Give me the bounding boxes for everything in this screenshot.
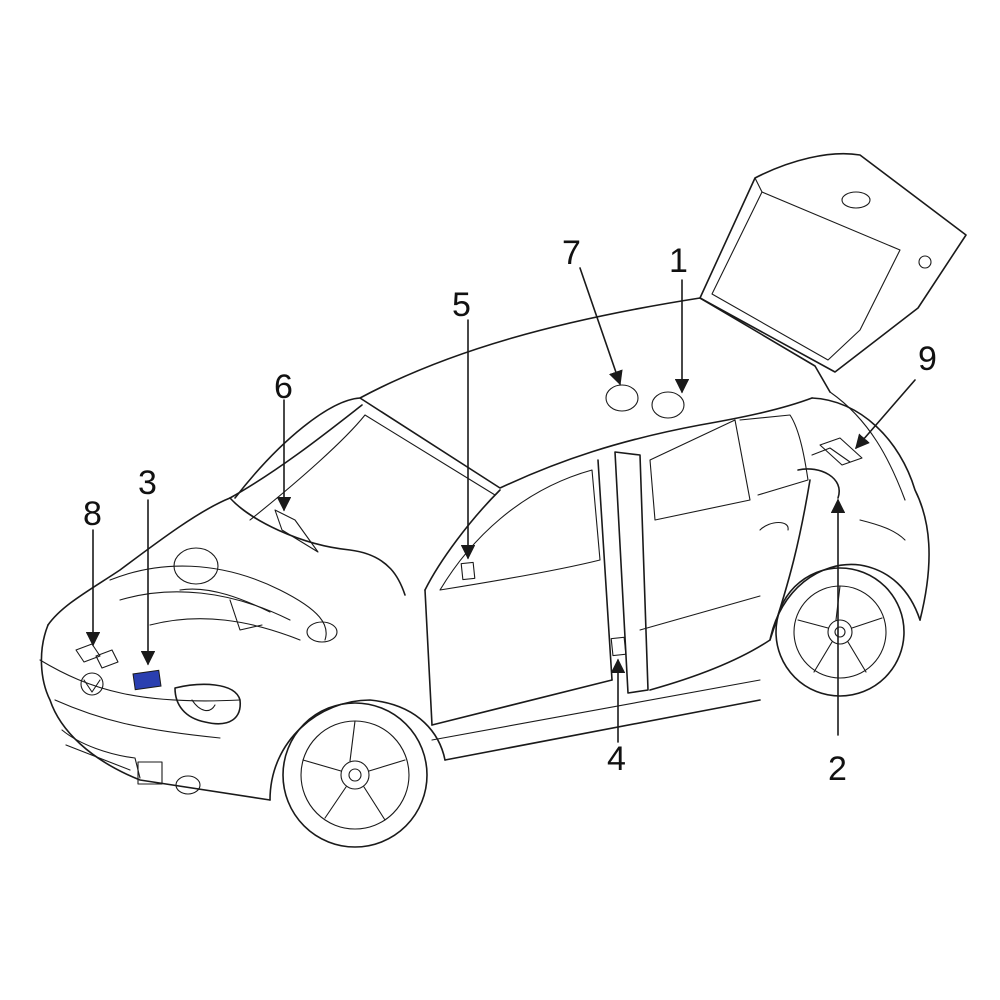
callout-2: 2 xyxy=(828,750,847,788)
callout-6: 6 xyxy=(274,368,293,406)
part-3-hood-label xyxy=(132,499,162,691)
part-1-roof-label xyxy=(651,279,690,419)
part-9-quarter-label xyxy=(811,379,916,466)
part-7-roof-label xyxy=(579,267,639,412)
callout-9: 9 xyxy=(918,340,937,378)
part-8-front-labels xyxy=(75,529,119,669)
callout-1: 1 xyxy=(669,242,688,280)
part-2-wheel-arch-label xyxy=(797,468,846,736)
callout-4: 4 xyxy=(607,740,626,778)
callout-8: 8 xyxy=(83,495,102,533)
callout-7: 7 xyxy=(562,234,581,272)
part-4-pillar-label xyxy=(610,636,627,743)
part-6-windshield-label xyxy=(274,399,319,553)
callout-5: 5 xyxy=(452,286,471,324)
callout-3: 3 xyxy=(138,464,157,502)
car-body xyxy=(39,152,967,848)
part-5-door-label xyxy=(460,319,476,581)
